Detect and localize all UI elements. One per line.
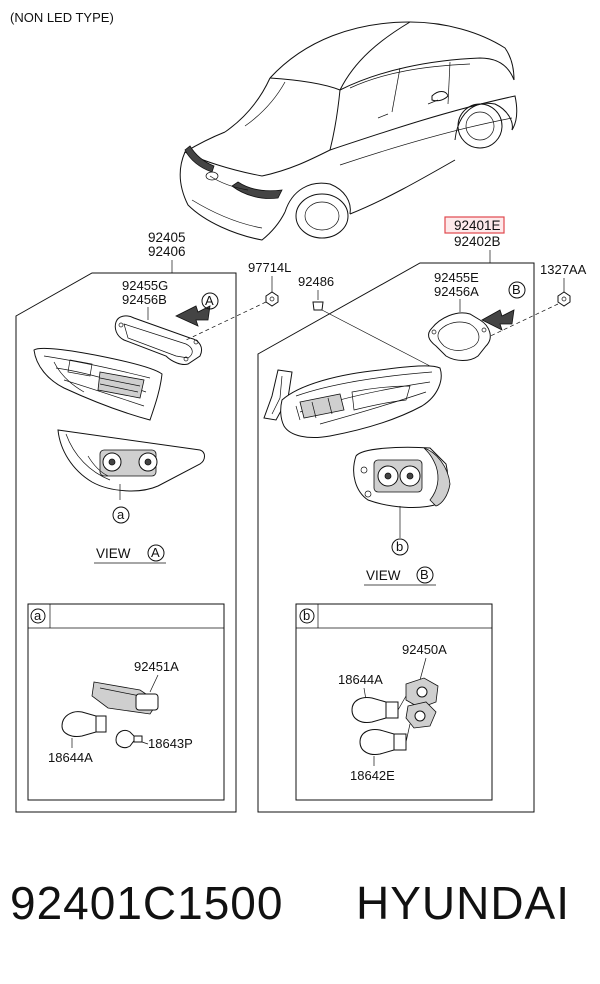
detail-a-bulb-large: 18644A (48, 750, 93, 765)
car-illustration (179, 21, 518, 241)
right-assembly: 92401E 92402B 92455E 92456A B (257, 216, 535, 813)
right-view-marker: B (512, 282, 521, 297)
left-assembly-frame (15, 272, 237, 813)
left-view-caption-marker: A (151, 545, 160, 560)
detail-b-bulb-bottom: 18642E (350, 768, 395, 783)
right-gasket-number-1: 92455E (434, 270, 479, 285)
left-detail-marker: a (117, 507, 125, 522)
left-view-marker-circle (201, 292, 219, 310)
detail-a-bulb-small: 18643P (148, 736, 193, 751)
right-part-number-1: 92401E (454, 218, 501, 233)
left-assembly: 92405 92406 92455G 92456B A (15, 230, 237, 813)
detail-a-box (27, 603, 225, 801)
left-part-number-2: 92406 (148, 244, 186, 259)
right-detail-marker-circle (391, 538, 409, 556)
right-assembly-frame (257, 262, 535, 813)
detail-b-socket: 92450A (402, 642, 447, 657)
footer-part-number: 92401C1500 (10, 877, 284, 929)
fastener-clip: 92486 (298, 274, 334, 289)
left-view-marker: A (205, 293, 214, 308)
left-gasket-number-2: 92456B (122, 292, 167, 307)
detail-b-marker: b (303, 608, 310, 623)
type-note: (NON LED TYPE) (10, 10, 114, 25)
right-view-caption-marker: B (420, 567, 429, 582)
left-detail-marker-circle (112, 506, 130, 524)
right-reflector (263, 369, 293, 421)
left-nut-icon (265, 291, 279, 307)
right-view-marker-circle (508, 281, 526, 299)
parts-diagram: (NON LED TYPE) (10, 10, 587, 813)
right-lamp-lens (280, 365, 442, 439)
bulb-a-large (61, 711, 97, 737)
right-detail-marker: b (396, 539, 403, 554)
right-gasket-number-2: 92456A (434, 284, 479, 299)
left-part-number-1: 92405 (148, 230, 186, 245)
part-highlight-box (444, 216, 505, 234)
fastener-left-nut: 97714L (248, 260, 291, 275)
bulb-a-small (115, 729, 137, 749)
left-lamp-lens (33, 347, 163, 421)
right-nut-icon (557, 291, 571, 307)
detail-a-marker: a (34, 608, 42, 623)
detail-b-bulb-top: 18644A (338, 672, 383, 687)
left-view-arrow (175, 305, 211, 327)
right-gasket (428, 312, 491, 361)
right-part-number-2: 92402B (454, 234, 501, 249)
left-gasket-number-1: 92455G (122, 278, 168, 293)
footer-brand: HYUNDAI (356, 877, 571, 929)
fasteners: 97714L 92486 1327AA (185, 260, 587, 367)
right-view-arrow (481, 309, 515, 331)
bulb-b-top (351, 697, 387, 723)
detail-b-box (295, 603, 493, 801)
clip-icon (312, 301, 324, 311)
fastener-right-nut: 1327AA (540, 262, 587, 277)
detail-a-socket: 92451A (134, 659, 179, 674)
right-view-label: VIEW (366, 568, 401, 583)
left-view-label: VIEW (96, 546, 131, 561)
bulb-b-bottom (359, 729, 395, 755)
